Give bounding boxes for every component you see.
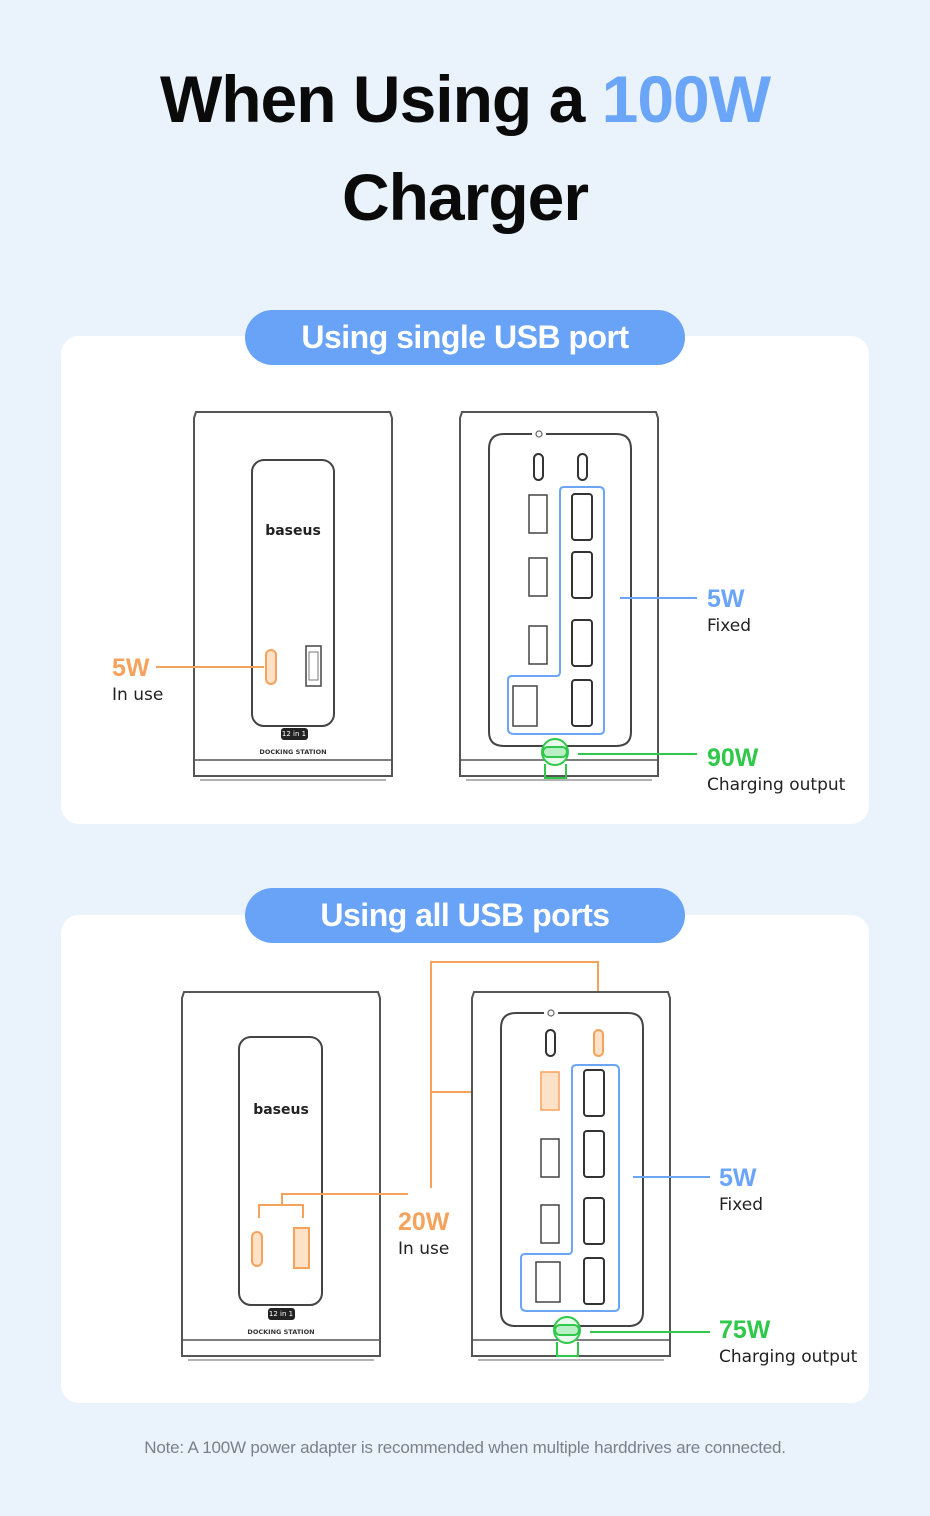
in-use-text: In use bbox=[112, 685, 164, 705]
page-title-line-1: When Using a 100W bbox=[0, 66, 930, 132]
displayport bbox=[571, 493, 593, 541]
single-in-use-label: 5W In use bbox=[112, 656, 163, 704]
page-title-line-2: Charger bbox=[341, 160, 589, 234]
hdmi-port bbox=[583, 1257, 605, 1305]
all-fixed-label: 5W Fixed bbox=[719, 1166, 763, 1214]
brand-logo: baseus bbox=[253, 1102, 309, 1118]
all-in-use-label: 20W In use bbox=[398, 1210, 449, 1258]
fixed-text: Fixed bbox=[707, 616, 752, 636]
single-port-diagram: 12 in 1 baseus DOCKING STATION bbox=[156, 411, 697, 781]
single-port-heading: Using single USB port bbox=[245, 310, 685, 365]
ethernet-port bbox=[535, 1261, 561, 1303]
usb-c-port-in-use bbox=[251, 1231, 263, 1267]
footnote: Note: A 100W power adapter is recommende… bbox=[144, 1438, 786, 1457]
fixed-ports-outline bbox=[507, 486, 605, 735]
hdmi-port bbox=[571, 551, 593, 599]
charging-watts: 90W bbox=[707, 744, 759, 772]
usb-c-port-in-use bbox=[265, 649, 277, 685]
single-fixed-label: 5W Fixed bbox=[707, 587, 751, 635]
brand-logo: baseus bbox=[265, 523, 321, 539]
usb-a-port bbox=[528, 625, 548, 665]
usb-a-port-in-use bbox=[293, 1227, 310, 1269]
all-charging-label: 75W Charging output bbox=[719, 1318, 857, 1366]
in-use-text: In use bbox=[398, 1239, 450, 1259]
usb-a-port bbox=[305, 645, 322, 687]
hdmi-port bbox=[583, 1130, 605, 1178]
dock-front-view bbox=[193, 411, 393, 781]
in-use-watts: 20W bbox=[398, 1208, 450, 1236]
displayport bbox=[571, 619, 593, 667]
usb-c-port bbox=[545, 1029, 556, 1057]
badge-text: 12 in 1 bbox=[282, 730, 306, 738]
usb-c-port bbox=[533, 453, 544, 481]
usb-c-port bbox=[577, 453, 588, 481]
usb-a-port bbox=[540, 1204, 560, 1244]
fixed-watts: 5W bbox=[719, 1164, 757, 1192]
title-accent-wattage: 100W bbox=[601, 62, 771, 136]
usb-c-port-in-use bbox=[593, 1029, 604, 1057]
fixed-ports-outline bbox=[520, 1064, 620, 1312]
displayport bbox=[583, 1197, 605, 1245]
hdmi-port bbox=[571, 679, 593, 727]
12in1-badge bbox=[268, 1308, 295, 1320]
in-use-watts: 5W bbox=[112, 654, 150, 682]
usb-a-port-in-use bbox=[540, 1071, 560, 1111]
charging-text: Charging output bbox=[719, 1347, 858, 1367]
charging-port-green bbox=[541, 738, 569, 779]
usb-a-port bbox=[540, 1138, 560, 1178]
usb-a-port bbox=[528, 557, 548, 597]
ethernet-port bbox=[512, 685, 538, 727]
single-charging-label: 90W Charging output bbox=[707, 746, 845, 794]
badge-text: 12 in 1 bbox=[269, 1310, 293, 1318]
device-caption: DOCKING STATION bbox=[259, 748, 326, 756]
dock-front-view bbox=[181, 991, 381, 1361]
device-caption: DOCKING STATION bbox=[247, 1328, 314, 1336]
charging-text: Charging output bbox=[707, 775, 846, 795]
all-ports-diagram: 12 in 1 baseus DOCKING STATION bbox=[181, 961, 710, 1361]
fixed-watts: 5W bbox=[707, 585, 745, 613]
title-prefix: When Using a bbox=[159, 62, 602, 136]
12in1-badge bbox=[281, 728, 308, 740]
all-ports-heading: Using all USB ports bbox=[245, 888, 685, 943]
usb-a-port bbox=[528, 494, 548, 534]
displayport bbox=[583, 1069, 605, 1117]
charging-port-green bbox=[553, 1316, 581, 1357]
fixed-text: Fixed bbox=[719, 1195, 764, 1215]
charging-watts: 75W bbox=[719, 1316, 771, 1344]
